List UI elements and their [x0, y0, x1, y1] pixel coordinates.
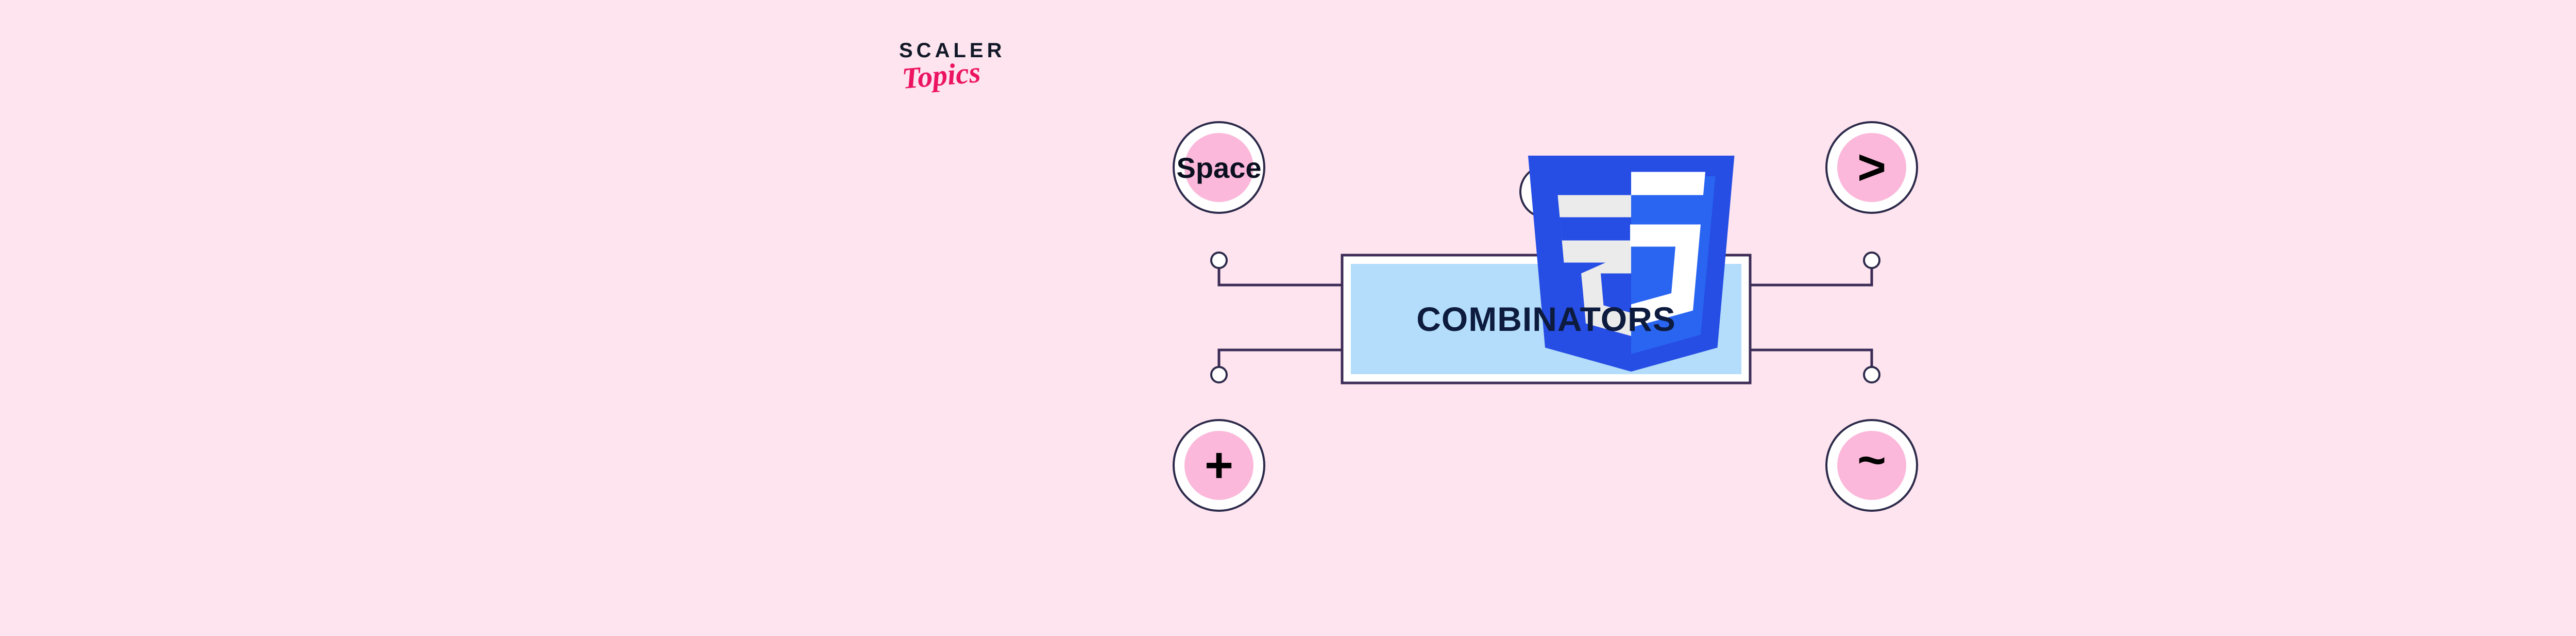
- node-adjacent-sibling-combinator[interactable]: [1173, 419, 1265, 512]
- connector-child: [1747, 260, 1873, 287]
- connector-dot-space: [1210, 252, 1228, 269]
- css3-logo-icon: [1528, 156, 1735, 372]
- node-space-inner: [1184, 133, 1253, 202]
- scaler-topics-logo: SCALER Topics: [899, 40, 1033, 128]
- node-general-sibling-combinator[interactable]: [1825, 419, 1918, 512]
- brand-name: SCALER: [899, 39, 1006, 62]
- connector-dot-child: [1863, 252, 1880, 269]
- css3-badge[interactable]: [1519, 156, 1735, 372]
- connector-space: [1217, 260, 1346, 287]
- connector-dot-adjacent: [1210, 366, 1228, 383]
- node-child-inner: [1837, 133, 1906, 202]
- node-child-combinator[interactable]: [1825, 121, 1918, 214]
- node-space[interactable]: [1173, 121, 1265, 214]
- connector-general: [1747, 348, 1873, 375]
- node-adjacent-inner: [1184, 431, 1253, 500]
- node-general-inner: [1837, 431, 1906, 500]
- connector-adjacent: [1217, 348, 1346, 375]
- connector-dot-general: [1863, 366, 1880, 383]
- connector-dots: [1210, 252, 1880, 383]
